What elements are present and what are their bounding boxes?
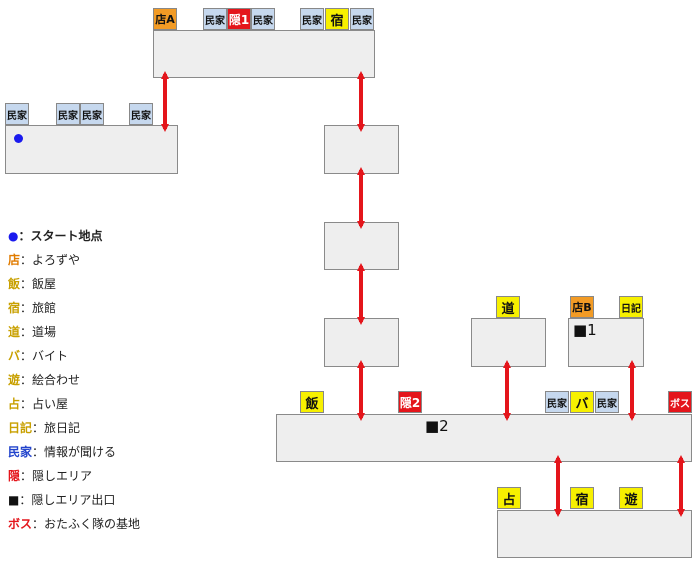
legend-symbol: ボス xyxy=(8,517,33,531)
legend-symbol: 日記 xyxy=(8,421,33,435)
legend-item-boss: ボス：おたふく隊の基地 xyxy=(8,517,140,541)
minka-tag: 民家 xyxy=(5,103,29,125)
legend-symbol: 飯 xyxy=(8,277,21,291)
room-main xyxy=(276,414,692,462)
legend-item-baito: バ：バイト xyxy=(8,349,140,373)
legend-text: ：占い屋 xyxy=(20,397,69,411)
minka-tag: 民家 xyxy=(350,8,374,30)
boss-tag: ボス xyxy=(668,391,692,413)
legend-item-uranai: 占：占い屋 xyxy=(8,397,140,421)
legend-symbol: 宿 xyxy=(8,301,21,315)
hidden-exit-1: ■1 xyxy=(573,321,597,339)
legend-text: ：バイト xyxy=(20,349,69,363)
hidden-area-1-tag: 隠1 xyxy=(227,8,251,30)
diary-tag: 日記 xyxy=(619,296,643,318)
legend-item-dojo: 道：道場 xyxy=(8,325,140,349)
legend-symbol: バ xyxy=(8,349,21,363)
legend-text: ：スタート地点 xyxy=(18,229,103,243)
room-shop-b xyxy=(568,318,644,367)
legend-symbol: 占 xyxy=(8,397,21,411)
hidden-area-2-tag: 隠2 xyxy=(398,391,422,413)
legend-item-hidden: 隠：隠しエリア xyxy=(8,469,140,493)
legend-text: ：隠しエリア出口 xyxy=(19,493,116,507)
shop-b-tag: 店B xyxy=(570,296,594,318)
legend-text: ：情報が聞ける xyxy=(32,445,117,459)
room-top xyxy=(153,30,375,78)
minka-tag: 民家 xyxy=(56,103,80,125)
legend-text: ：旅日記 xyxy=(32,421,81,435)
legend-text: ：絵合わせ xyxy=(20,373,81,387)
meshi-tag: 飯 xyxy=(300,391,324,413)
legend-item-minka: 民家：情報が聞ける xyxy=(8,445,140,469)
legend-symbol: ● xyxy=(8,229,19,243)
legend-symbol: 民家 xyxy=(8,445,33,459)
legend-item-inn: 宿：旅館 xyxy=(8,301,140,325)
legend-text: ：飯屋 xyxy=(20,277,57,291)
start-point-marker xyxy=(14,134,23,143)
legend-symbol: ■ xyxy=(8,493,20,507)
minka-tag: 民家 xyxy=(545,391,569,413)
asobi-tag: 遊 xyxy=(619,487,643,509)
minka-tag: 民家 xyxy=(129,103,153,125)
legend-item-asobi: 遊：絵合わせ xyxy=(8,373,140,397)
uranai-tag: 占 xyxy=(497,487,521,509)
hidden-exit-2: ■2 xyxy=(425,417,449,435)
legend-text: ：道場 xyxy=(20,325,57,339)
minka-tag: 民家 xyxy=(300,8,324,30)
dojo-tag: 道 xyxy=(496,296,520,318)
legend-symbol: 道 xyxy=(8,325,21,339)
legend-symbol: 遊 xyxy=(8,373,21,387)
legend-text: ：おたふく隊の基地 xyxy=(32,517,141,531)
legend: ●：スタート地点 店：よろずや 飯：飯屋 宿：旅館 道：道場 バ：バイト 遊：絵… xyxy=(8,229,140,541)
room-dojo xyxy=(471,318,546,367)
legend-text: ：よろずや xyxy=(20,253,81,267)
room-start xyxy=(5,125,178,174)
minka-tag: 民家 xyxy=(595,391,619,413)
minka-tag: 民家 xyxy=(203,8,227,30)
legend-text: ：旅館 xyxy=(20,301,57,315)
legend-symbol: 隠 xyxy=(8,469,21,483)
room-bottom xyxy=(497,510,692,558)
legend-item-start: ●：スタート地点 xyxy=(8,229,140,253)
legend-symbol: 店 xyxy=(8,253,21,267)
legend-item-shop: 店：よろずや xyxy=(8,253,140,277)
inn-tag: 宿 xyxy=(325,8,349,30)
inn-tag: 宿 xyxy=(570,487,594,509)
room-corridor-2 xyxy=(324,222,399,270)
baito-tag: バ xyxy=(570,391,594,413)
legend-text: ：隠しエリア xyxy=(20,469,93,483)
legend-item-meshi: 飯：飯屋 xyxy=(8,277,140,301)
minka-tag: 民家 xyxy=(80,103,104,125)
shop-a-tag: 店A xyxy=(153,8,177,30)
minka-tag: 民家 xyxy=(251,8,275,30)
legend-item-diary: 日記：旅日記 xyxy=(8,421,140,445)
legend-item-exit: ■：隠しエリア出口 xyxy=(8,493,140,517)
